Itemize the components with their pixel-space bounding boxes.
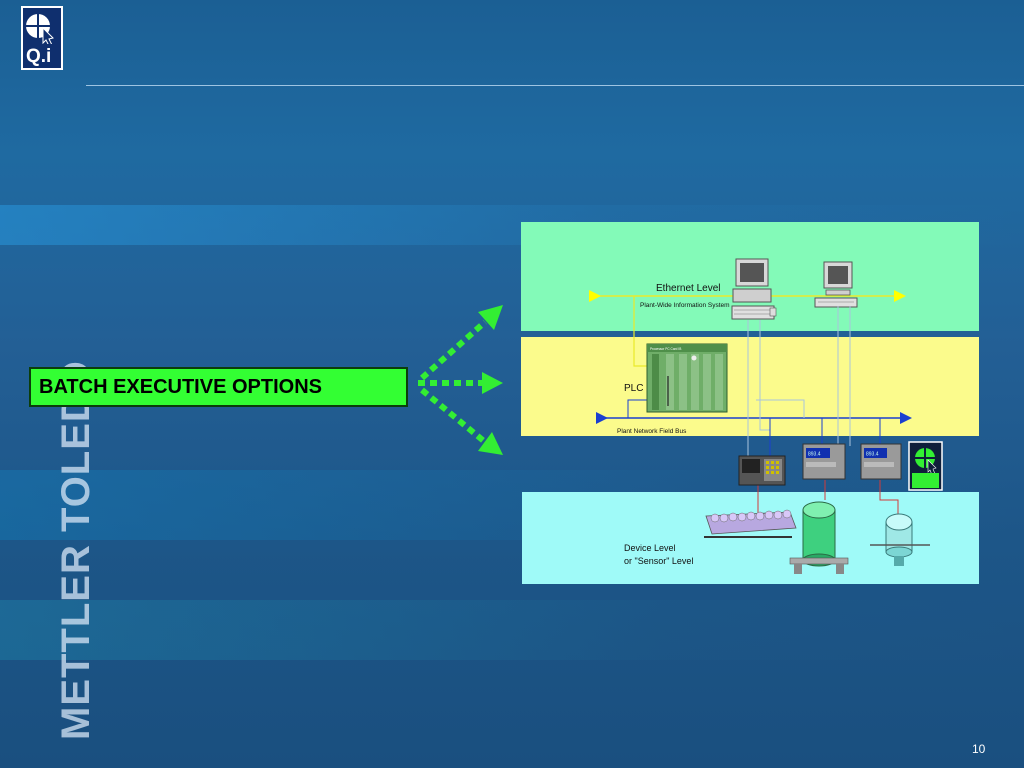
indicator-display-1: 893.4 (808, 452, 821, 458)
qi-logo: Q.i (21, 6, 63, 70)
plc-fieldbus-link (627, 399, 650, 418)
qi-logo-icon (25, 13, 59, 66)
tank-large (789, 501, 849, 574)
svg-text:Processor PC Card IB: Processor PC Card IB (650, 347, 681, 351)
tank-small (870, 513, 930, 566)
arrow-middle (418, 372, 503, 394)
plc-label: PLC (624, 383, 644, 394)
arrow-down (420, 387, 503, 455)
keypad-terminal (738, 455, 786, 486)
plc-ethernet-link (633, 296, 650, 367)
arrow-up (420, 305, 503, 381)
sensor-level-label: or "Sensor" Level (624, 556, 694, 566)
weight-indicator-1: 893.4 (802, 443, 846, 480)
header-rule (86, 85, 1024, 86)
qi-logo-text: Q.i (26, 46, 52, 67)
plant-wide-system-label: Plant-Wide Information System (640, 302, 730, 309)
device-wiring (747, 306, 899, 528)
qi-small-logo (908, 441, 943, 491)
device-level-label: Device Level (624, 543, 676, 553)
page-number: 10 (972, 742, 986, 756)
desktop-computer (731, 258, 777, 320)
batch-executive-options-box: BATCH EXECUTIVE OPTIONS (29, 367, 408, 407)
ethernet-level-label: Ethernet Level (656, 283, 721, 294)
indicator-display-2: 893.4 (866, 452, 879, 458)
weight-indicator-2: 893.4 (860, 443, 902, 480)
conveyor-scale (704, 509, 797, 538)
plc-rack: Processor PC Card IB (646, 343, 728, 413)
workstation-computer (814, 261, 858, 308)
field-bus-label: Plant Network Field Bus (617, 428, 687, 435)
